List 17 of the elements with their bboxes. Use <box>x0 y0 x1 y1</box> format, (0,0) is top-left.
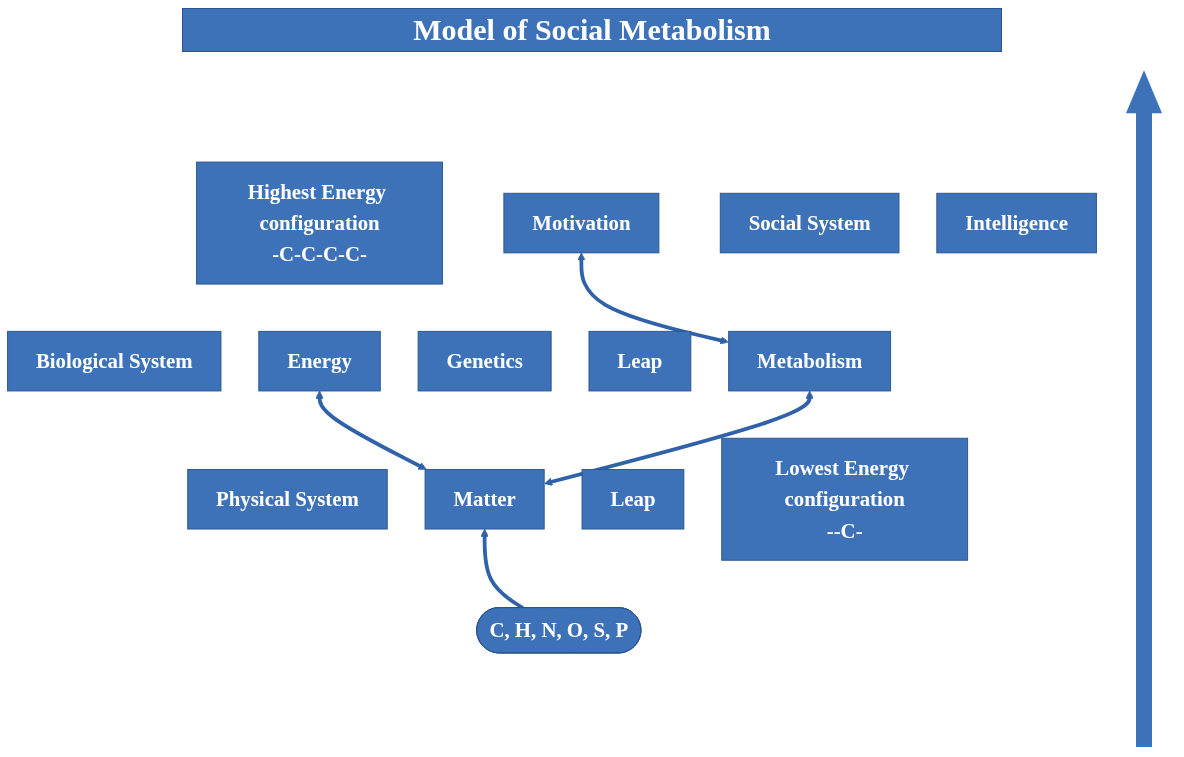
node-box: Highest Energy configuration -C-C-C-C- <box>196 161 443 285</box>
node-box: Social System <box>719 192 900 254</box>
title-banner: Model of Social Metabolism <box>182 8 1002 52</box>
node-box: Metabolism <box>728 330 892 392</box>
arrow <box>315 390 427 470</box>
node-box: Intelligence <box>936 192 1097 254</box>
node-box: Matter <box>424 468 545 530</box>
node-box: Energy <box>258 330 381 392</box>
arrow <box>577 252 729 345</box>
node-box: Genetics <box>417 330 552 392</box>
node-box: Physical System <box>187 468 388 530</box>
node-box: Biological System <box>7 330 222 392</box>
node-box: Motivation <box>503 192 660 254</box>
node-box: Leap <box>588 330 692 392</box>
node-box: Leap <box>581 468 685 530</box>
arrow <box>544 390 814 486</box>
node-box: Lowest Energy configuration --C- <box>721 437 969 561</box>
